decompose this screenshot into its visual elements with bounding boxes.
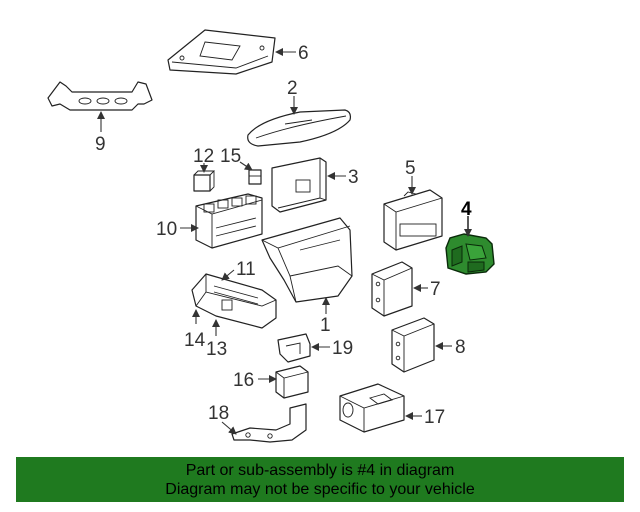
callout-19: 19 xyxy=(332,338,353,359)
part-18-bracket[interactable] xyxy=(231,403,307,443)
part-10-fuse-box[interactable] xyxy=(195,193,263,249)
part-16-relay[interactable] xyxy=(275,365,309,399)
part-4-highlighted[interactable] xyxy=(445,233,495,275)
parts-diagram: 6 9 2 12 15 3 xyxy=(47,29,495,443)
part-6-module[interactable] xyxy=(167,29,276,75)
part-2-module[interactable] xyxy=(247,109,352,147)
part-8-module[interactable] xyxy=(391,317,435,373)
callout-12: 12 xyxy=(193,146,214,167)
callout-8: 8 xyxy=(455,337,466,358)
callout-3: 3 xyxy=(348,167,359,188)
part-3-module[interactable] xyxy=(271,157,327,213)
part-9-bracket[interactable] xyxy=(47,81,153,111)
part-15-connector[interactable] xyxy=(248,169,262,185)
part-17-mount[interactable] xyxy=(339,383,405,433)
banner-line-2: Diagram may not be specific to your vehi… xyxy=(165,480,475,498)
callout-6: 6 xyxy=(298,43,309,64)
banner-line-1: Part or sub-assembly is #4 in diagram xyxy=(185,461,455,479)
callout-1: 1 xyxy=(320,315,331,336)
part-7-module[interactable] xyxy=(371,261,413,317)
callout-15: 15 xyxy=(220,146,241,167)
part-12-relay[interactable] xyxy=(193,170,216,192)
callout-7: 7 xyxy=(430,279,441,300)
callout-18: 18 xyxy=(208,403,229,424)
callout-2: 2 xyxy=(287,78,298,99)
part-1-housing[interactable] xyxy=(261,217,353,303)
callout-9: 9 xyxy=(95,134,106,155)
callout-4: 4 xyxy=(461,199,472,220)
callout-13: 13 xyxy=(206,339,227,360)
callout-14: 14 xyxy=(184,330,206,351)
part-11-fuse-holder[interactable] xyxy=(191,273,277,329)
callout-16: 16 xyxy=(233,370,254,391)
callout-5: 5 xyxy=(405,158,416,179)
part-19-clip[interactable] xyxy=(277,333,311,363)
info-banner: Part or sub-assembly is #4 in diagram Di… xyxy=(16,457,624,502)
callout-17: 17 xyxy=(424,407,445,428)
callout-11: 11 xyxy=(236,259,256,280)
callout-10: 10 xyxy=(156,219,177,240)
part-5-module[interactable] xyxy=(383,189,443,251)
